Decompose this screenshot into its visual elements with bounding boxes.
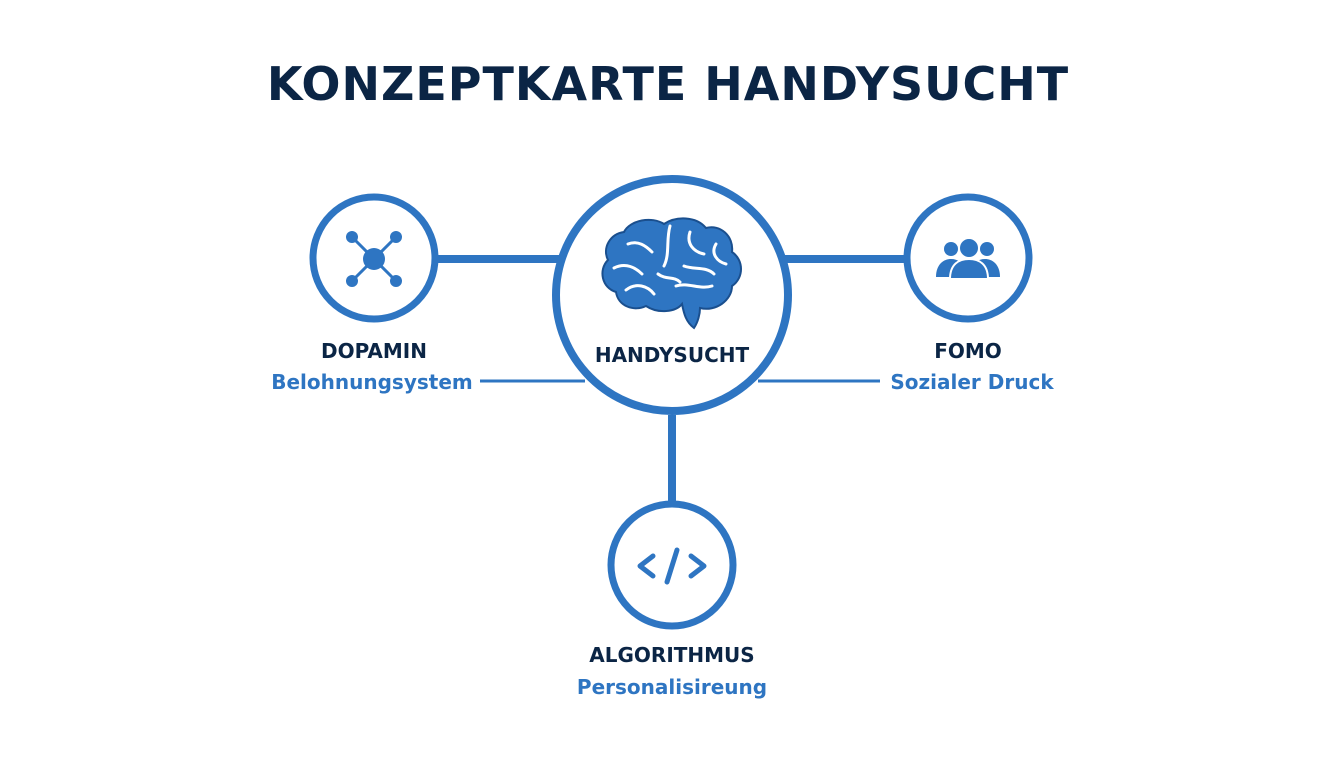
brain-icon — [601, 217, 742, 330]
people-icon — [936, 237, 1000, 280]
code-icon — [637, 547, 707, 585]
node-center: HANDYSUCHT — [552, 175, 792, 415]
node-fomo: FOMO Sozialer Druck — [890, 193, 1054, 394]
connectors — [435, 255, 905, 504]
node-dopamin-sublabel: Belohnungsystem — [271, 370, 472, 394]
node-dopamin-label: DOPAMIN — [321, 339, 427, 363]
network-icon — [346, 231, 402, 287]
node-algorithmus: ALGORITHMUS Personalisireung — [577, 500, 767, 699]
node-algorithmus-sublabel: Personalisireung — [577, 675, 767, 699]
node-algorithmus-label: ALGORITHMUS — [589, 643, 754, 667]
node-dopamin: DOPAMIN Belohnungsystem — [271, 193, 473, 394]
node-center-label: HANDYSUCHT — [595, 343, 750, 367]
node-fomo-label: FOMO — [934, 339, 1002, 363]
node-fomo-sublabel: Sozialer Druck — [890, 370, 1054, 394]
page-title: KONZEPTKARTE HANDYSUCHT — [267, 57, 1069, 111]
